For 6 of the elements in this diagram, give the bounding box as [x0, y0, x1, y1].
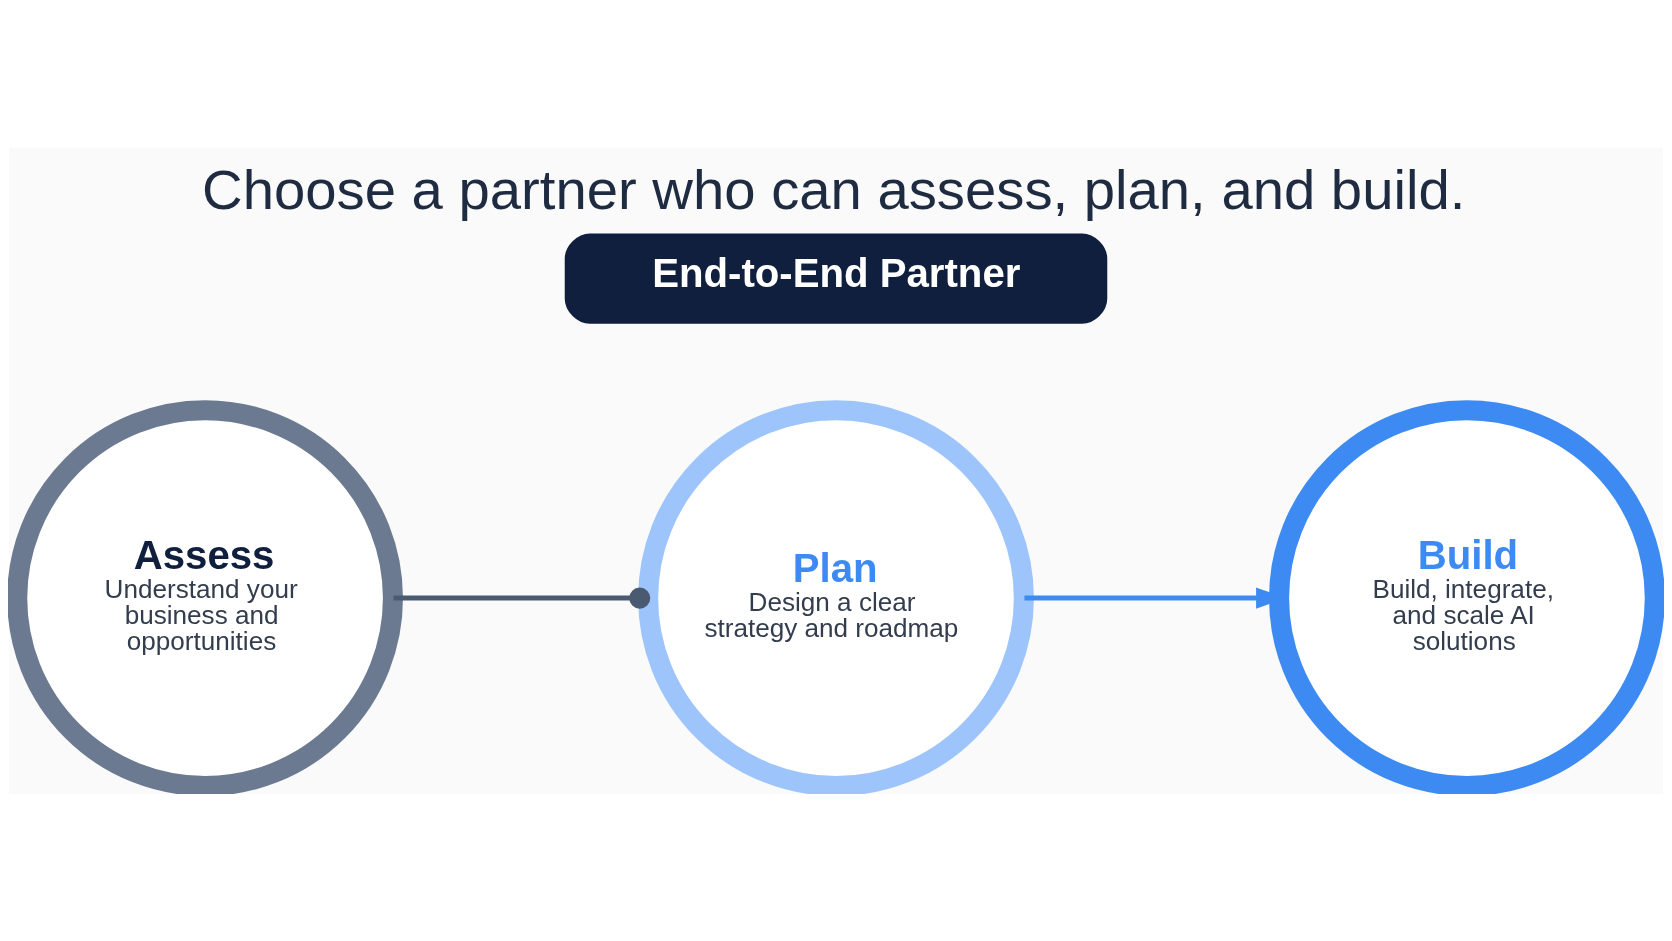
node-circle: Plan Design a clear strategy and roadmap	[638, 399, 1034, 794]
diagram-title: Choose a partner who can assess, plan, and build.	[202, 157, 1466, 221]
node-circle: Build Build, integrate, and scale AI solutions	[1269, 399, 1664, 794]
node-box: End-to-End Partner	[564, 232, 1108, 324]
connector	[393, 587, 651, 609]
node-circle: Assess Understand your business and opportunities	[8, 399, 403, 794]
